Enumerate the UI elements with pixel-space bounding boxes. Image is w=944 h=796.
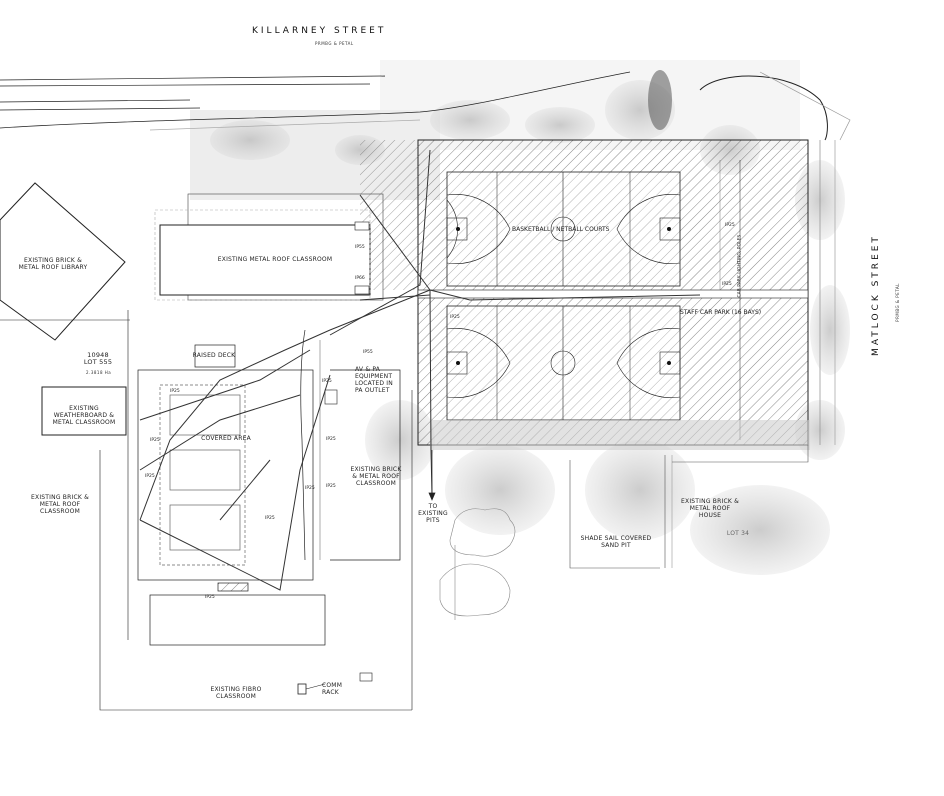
shaded-strip [430,420,810,450]
brick-classroom-left-label: EXISTING BRICK & METAL ROOF CLASSROOM [31,494,89,515]
pole-tag: IP25 [265,516,275,521]
matlock-street-label: MATLOCK STREET [870,234,881,356]
pole-tag: IP25 [305,486,315,491]
pole-tag: IP25 [725,223,735,228]
lot-left-label: 10948 LOT 555 [83,351,113,366]
pole-tag: IP25 [150,438,160,443]
pole-tag: IP25 [450,315,460,320]
pole-tag: IP25 [205,595,215,600]
library-label: EXISTING BRICK & METAL ROOF LIBRARY [18,257,88,271]
library-building [0,182,126,341]
courts-hatched-area [360,139,809,446]
courts-label: BASKETBALL / NETBALL COURTS [512,226,610,233]
pole-tag: IP25 [326,437,336,442]
lot-right-label: LOT 34 [726,530,750,537]
weatherboard-classroom [41,386,127,436]
tree-outlines [439,508,516,620]
killarney-street-sub: PRMBG & PETAL [315,41,354,46]
pole-tag: IP25 [322,379,332,384]
pole-tag: IP25 [326,484,336,489]
to-pits-arrows [428,450,436,501]
brick-classroom-centre-label: EXISTING BRICK & METAL ROOF CLASSROOM [350,466,402,487]
shade-sail-label: SHADE SAIL COVERED SAND PIT [580,535,652,549]
metal-roof-classroom-label: EXISTING METAL ROOF CLASSROOM [217,256,333,263]
pole-tag: IP66 [355,276,365,281]
pole-tag: IP25 [722,282,732,287]
lot-left-area: 2.3818 Ha [86,370,112,375]
pole-tag: IP55 [355,245,365,250]
pole-tag: IP25 [145,474,155,479]
cable-routes [139,149,701,591]
pole-tag: IP25 [170,389,180,394]
to-pits-note: TO EXISTING PITS [418,503,448,524]
covered-area-label: COVERED AREA [201,435,251,442]
comm-rack-note: COMM RACK [322,682,343,696]
metal-roof-classroom [154,193,384,301]
lot-boundary-left [0,310,413,711]
raised-deck-label: RAISED DECK [192,352,236,359]
car-park-vertical-note: CAR PARK LIGHTING, POLES [737,234,743,298]
weatherboard-classroom-label: EXISTING WEATHERBOARD & METAL CLASSROOM [52,405,116,426]
av-pa-note: AV & PA EQUIPMENT LOCATED IN PA OUTLET [355,366,393,394]
brick-classroom-centre [324,369,401,561]
pole-tag: IP55 [363,350,373,355]
shade-sail-area [569,445,809,569]
killarney-street-label: KILLARNEY STREET [252,26,387,36]
killarney-street-boundary [0,71,851,141]
car-park-label: STAFF CAR PARK (16 BAYS) [680,309,762,316]
fibro-classroom-label: EXISTING FIBRO CLASSROOM [210,686,262,700]
comm-rack-symbol [297,683,307,695]
matlock-street-sub: PRMBG & PETAL [894,283,900,322]
house-label: EXISTING BRICK & METAL ROOF HOUSE [681,498,739,519]
